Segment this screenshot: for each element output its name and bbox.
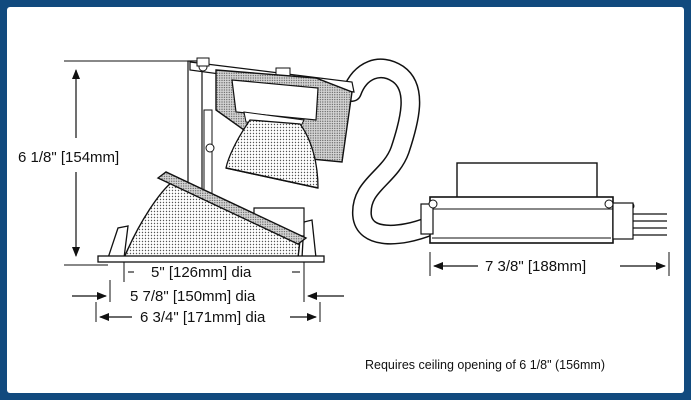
aperture-dimension: 5" [126mm] dia bbox=[123, 262, 305, 282]
driver-length-dimension: 7 3/8" [188mm] bbox=[429, 252, 670, 276]
trim-inner-dimension: 5 7/8" [150mm] dia bbox=[72, 280, 344, 305]
trim-inner-label: 5 7/8" [150mm] dia bbox=[130, 288, 256, 305]
height-dimension-label: 6 1/8" [154mm] bbox=[18, 149, 119, 166]
flex-conduit bbox=[342, 58, 440, 245]
driver-length-label: 7 3/8" [188mm] bbox=[485, 258, 586, 275]
lamp-housing bbox=[215, 69, 353, 189]
ceiling-opening-note: Requires ceiling opening of 6 1/8" (156m… bbox=[365, 358, 605, 372]
trim-body bbox=[97, 171, 325, 263]
aperture-label: 5" [126mm] dia bbox=[151, 264, 252, 281]
height-dimension: 6 1/8" [154mm] bbox=[18, 60, 190, 266]
driver-box bbox=[420, 162, 667, 244]
trim-outer-dimension: 6 3/4" [171mm] dia bbox=[95, 302, 321, 326]
trim-outer-label: 6 3/4" [171mm] dia bbox=[140, 309, 266, 326]
